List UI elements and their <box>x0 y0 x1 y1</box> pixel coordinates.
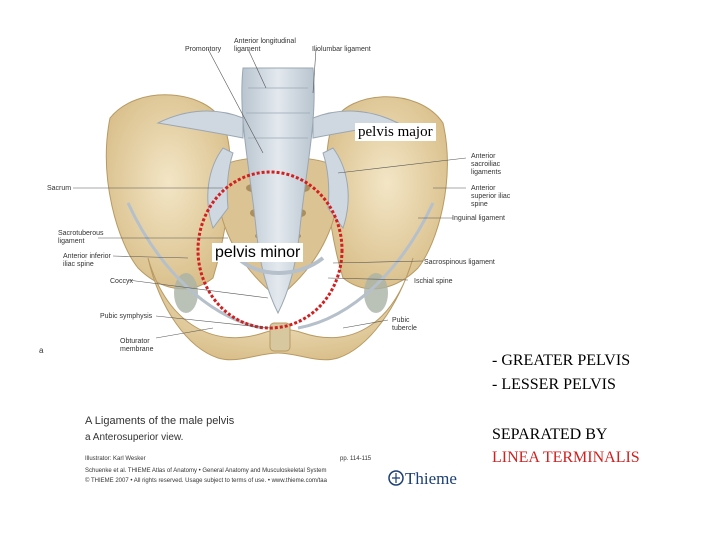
label-pubic-symphysis: Pubic symphysis <box>100 313 153 320</box>
note-separated-by: SEPARATED BY <box>492 426 608 443</box>
label-obturator-membrane: Obturator membrane <box>120 338 154 353</box>
pelvis-illustration: a <box>39 48 467 361</box>
pubic-symphysis <box>269 322 291 352</box>
pelvis-minor-label: pelvis minor <box>212 243 304 262</box>
label-ischial-spine: Ischial spine <box>414 278 453 285</box>
label-sacrotuberous-ligament: Sacrotuberous ligament <box>58 230 104 245</box>
caption-pages: pp. 114-115 <box>340 456 372 462</box>
label-coccyx: Coccyx <box>110 278 133 285</box>
note-greater-pelvis: - GREATER PELVIS <box>492 352 631 369</box>
caption-subtitle: a Anterosuperior view. <box>85 432 184 443</box>
label-anterior-longitudinal-ligament: Anterior longitudinal ligament <box>234 38 296 53</box>
publisher-name: Thieme <box>405 469 457 488</box>
label-iliolumbar-ligament: Iliolumbar ligament <box>312 46 371 53</box>
label-sacrum: Sacrum <box>47 185 72 192</box>
right-inguinal-ligament <box>297 202 435 330</box>
caption-rights: © THIEME 2007 • All rights reserved. Usa… <box>85 478 327 484</box>
right-femur-stub <box>364 273 388 313</box>
label-inguinal-ligament: Inguinal ligament <box>452 215 505 222</box>
caption-illustrator: Illustrator: Karl Wesker <box>85 456 146 462</box>
pelvis-major-label: pelvis major <box>355 123 436 141</box>
left-iliolumbar-ligament <box>156 110 244 139</box>
left-femur-stub <box>174 273 198 313</box>
label-anterior-superior-iliac-spine: Anterior superior iliac spine <box>471 185 511 208</box>
label-promontory: Promontory <box>185 46 222 53</box>
thieme-logo-icon <box>388 470 404 486</box>
anterior-longitudinal-ligament <box>241 67 315 315</box>
note-linea-terminalis: LINEA TERMINALIS <box>492 449 640 466</box>
panel-letter: a <box>39 346 44 355</box>
label-anterior-inferior-iliac-spine: Anterior inferior iliac spine <box>63 253 111 268</box>
note-lesser-pelvis: - LESSER PELVIS <box>492 376 616 393</box>
caption-title: A Ligaments of the male pelvis <box>85 415 235 427</box>
right-iliac-wing <box>326 96 448 290</box>
sacrospinous-ligament <box>236 256 325 275</box>
caption-source: Schuenke et al. THIEME Atlas of Anatomy … <box>85 468 327 474</box>
label-sacrospinous-ligament: Sacrospinous ligament <box>424 259 495 266</box>
label-anterior-sacroiliac-ligaments: Anterior sacroiliac ligaments <box>471 153 501 176</box>
label-pubic-tubercle: Pubic tubercle <box>392 317 417 332</box>
